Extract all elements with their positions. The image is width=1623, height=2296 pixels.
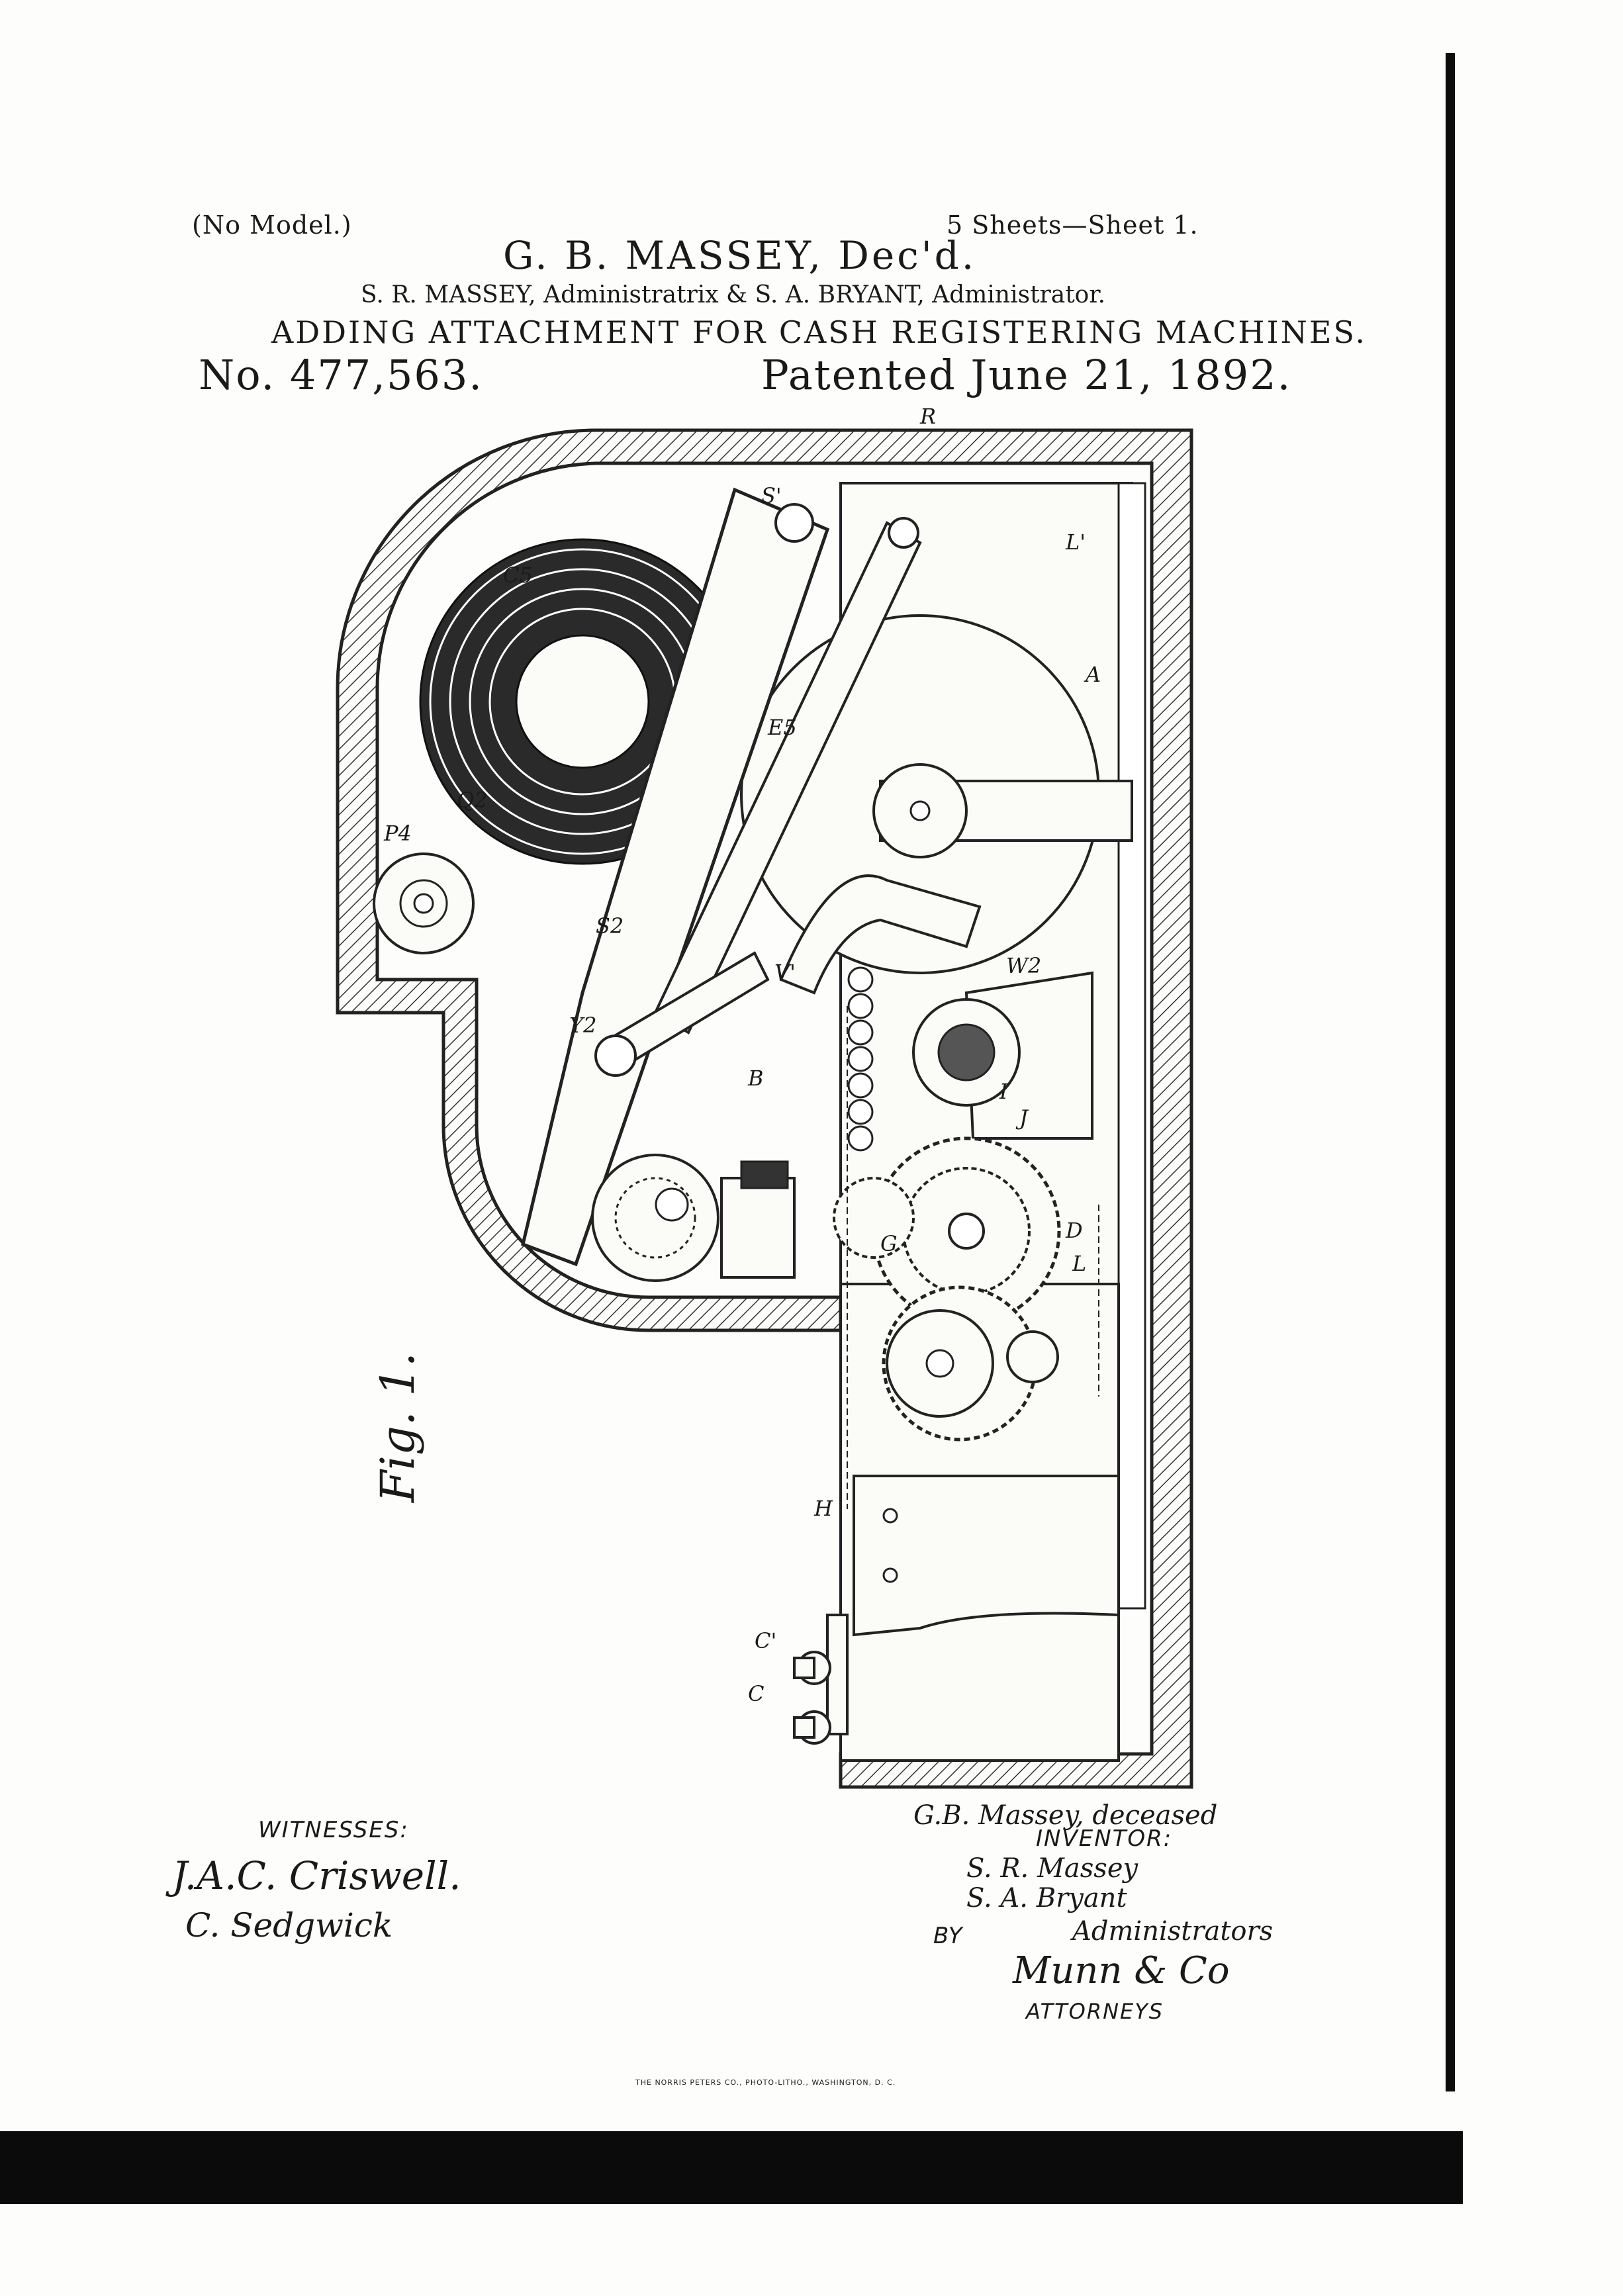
part-label-c1: C' — [755, 1628, 776, 1653]
scan-bottom-band — [0, 2131, 1463, 2204]
part-label-l: L — [1072, 1251, 1086, 1276]
part-label-h: H — [813, 1496, 833, 1521]
attorneys-label: ATTORNEYS — [1026, 1999, 1164, 2024]
part-label-r: R — [919, 404, 936, 429]
figure-label: Fig. 1. — [371, 1352, 425, 1502]
cam-small — [1006, 1330, 1059, 1383]
bell-crank-v1 — [779, 874, 982, 995]
part-label-d: D — [1065, 1218, 1083, 1243]
part-label-b: B — [747, 1066, 764, 1091]
part-label-g: G — [880, 1231, 898, 1256]
part-label-l1: L' — [1065, 529, 1086, 555]
part-label-c: C — [748, 1681, 764, 1706]
part-label-q2: Q2 — [457, 788, 488, 813]
part-label-c5: C5 — [503, 563, 533, 588]
inventor-signature: G.B. Massey, deceased — [913, 1800, 1218, 1831]
administrators-line: S. R. MASSEY, Administratrix & S. A. BRY… — [361, 281, 1106, 308]
by-label: BY — [933, 1923, 962, 1949]
inventor-name: G. B. MASSEY, Dec'd. — [503, 233, 977, 278]
administrators-note: Administrators — [1072, 1916, 1274, 1947]
part-label-a: A — [1084, 662, 1101, 687]
administrator-signature: S. A. Bryant — [966, 1883, 1127, 1913]
administratrix-signature: S. R. Massey — [966, 1853, 1138, 1884]
patented-date: Patented June 21, 1892. — [761, 351, 1292, 399]
attorney-signature: Munn & Co — [1013, 1949, 1230, 1992]
patent-number: No. 477,563. — [199, 351, 483, 399]
witnesses-label: WITNESSES: — [258, 1817, 409, 1843]
witness-signature-2: C. Sedgwick — [185, 1906, 393, 1945]
part-label-w2: W2 — [1006, 953, 1041, 978]
part-label-v1: V' — [774, 960, 796, 985]
frame-rail — [1117, 482, 1146, 1610]
part-label-e5: E5 — [767, 715, 797, 740]
printing-unit-f2 — [720, 1177, 796, 1279]
keys-c — [793, 1614, 849, 1745]
printer-credit: THE NORRIS PETERS CO., PHOTO-LITHO., WAS… — [635, 2078, 896, 2087]
part-label-i: I — [999, 1079, 1009, 1104]
sprocket-chain — [847, 966, 874, 1152]
part-label-j: J — [1015, 1105, 1029, 1130]
part-label-s1: S' — [761, 483, 782, 508]
part-label-p4: P4 — [383, 821, 412, 846]
part-label-s2: S2 — [596, 913, 624, 939]
part-label-y2: Y2 — [569, 1013, 596, 1038]
witness-signature-1: J.A.C. Criswell. — [172, 1853, 461, 1898]
section-lines — [847, 1006, 1099, 1509]
sheet-count: 5 Sheets—Sheet 1. — [947, 210, 1199, 240]
lever-h — [853, 1475, 1120, 1637]
patent-title: ADDING ATTACHMENT FOR CASH REGISTERING M… — [271, 314, 1367, 350]
no-model-note: (No Model.) — [192, 210, 352, 240]
scan-edge-rule — [1446, 53, 1455, 2091]
inventor-label: INVENTOR: — [1036, 1825, 1173, 1852]
gear-small — [833, 1177, 915, 1259]
